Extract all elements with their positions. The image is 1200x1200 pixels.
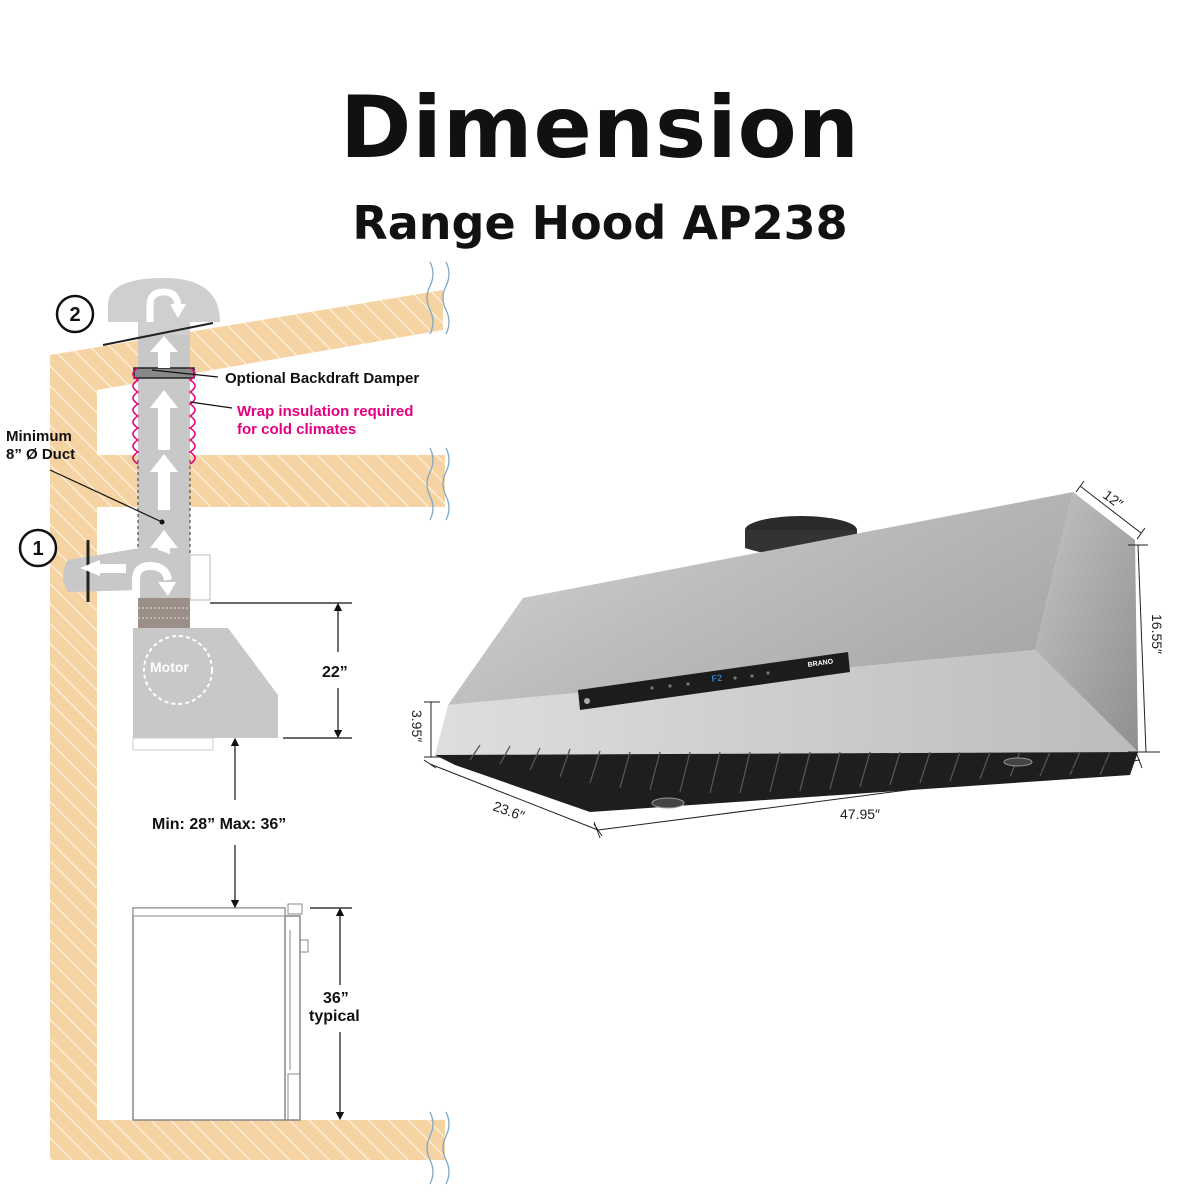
install-diagram: Motor <box>6 261 450 1185</box>
hood-height-label: 22” <box>322 664 348 681</box>
page-subtitle: Range Hood AP238 <box>352 196 848 250</box>
vent-option-2-number: 2 <box>69 304 80 326</box>
hood-profile <box>133 628 278 738</box>
damper-label: Optional Backdraft Damper <box>225 370 419 387</box>
insulation-label-line2: for cold climates <box>237 421 356 438</box>
counter-height-label-line1: 36” <box>323 990 349 1007</box>
dim-front-height: 3.95″ <box>409 710 425 742</box>
hood-light-left <box>651 797 685 809</box>
motor-label: Motor <box>150 659 189 675</box>
page-title: Dimension <box>339 78 860 178</box>
range-hood-render: BRANO F2 <box>409 480 1165 839</box>
dimension-lines <box>49 369 352 1121</box>
insulation-wrap <box>132 367 196 465</box>
control-panel <box>578 652 850 710</box>
range-cabinet <box>132 907 286 1121</box>
hood-dimension-lines <box>423 480 1160 839</box>
control-buttons <box>650 671 770 690</box>
duct-label-line1: Minimum <box>6 428 72 445</box>
vent-option-1-badge <box>18 528 58 568</box>
break-marks <box>426 261 450 1185</box>
dim-top-depth: 12″ <box>1100 487 1126 512</box>
mount-height-label: Min: 28” Max: 36” <box>152 816 286 833</box>
motor-outline <box>143 635 213 705</box>
dim-width: 47.95″ <box>840 806 880 822</box>
counter-height-label-line2: typical <box>309 1008 360 1025</box>
hood-front-face <box>435 650 1138 755</box>
vent-option-1-number: 1 <box>32 538 43 560</box>
motor-collar <box>138 598 190 628</box>
hood-light-right <box>1003 757 1033 767</box>
wall <box>50 355 97 1145</box>
dim-back-height: 16.55″ <box>1149 614 1165 654</box>
wall-vent-elbow <box>63 548 190 598</box>
floor <box>50 1120 445 1160</box>
hood-side-panel <box>1035 492 1138 752</box>
display-readout: F2 <box>711 673 723 684</box>
dim-bottom-depth: 23.6″ <box>491 798 527 824</box>
insulation-label-line1: Wrap insulation required <box>237 403 413 420</box>
brand-logo: BRANO <box>807 658 834 669</box>
hood-top-panel <box>448 492 1073 705</box>
baffle-underside <box>435 752 1138 812</box>
duct-label-line2: 8” Ø Duct <box>6 446 75 463</box>
vent-option-2-badge <box>55 294 95 334</box>
